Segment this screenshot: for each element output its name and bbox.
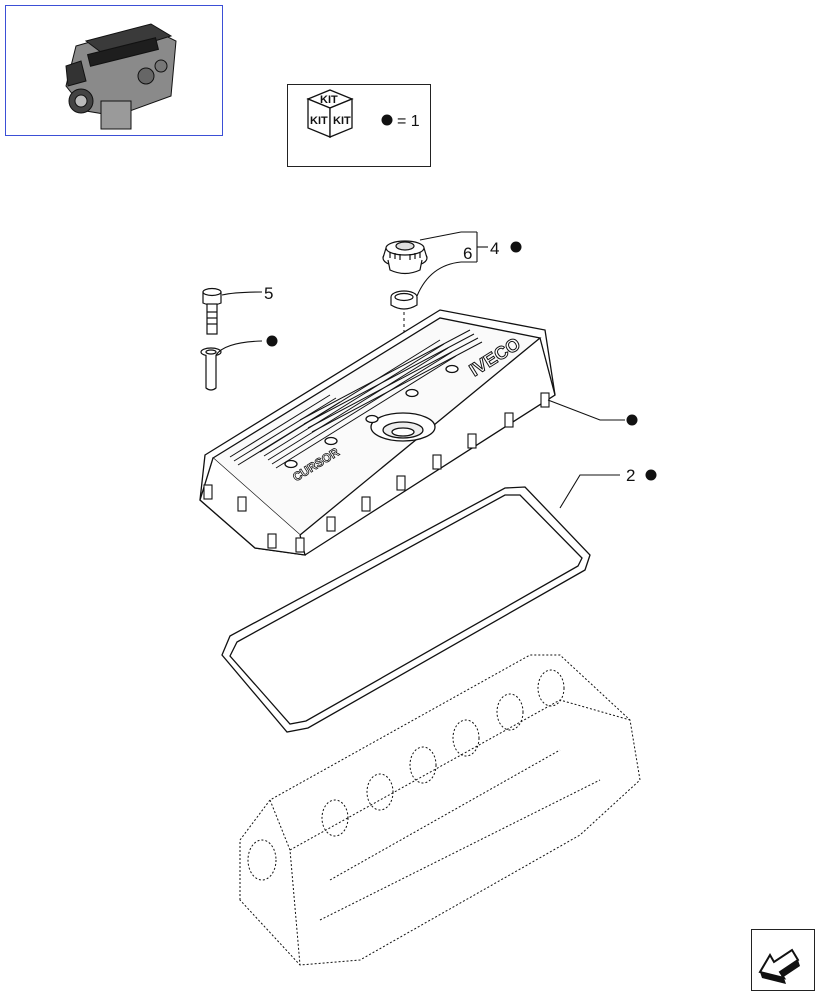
kit-bullet-2 (645, 469, 657, 481)
callout-6: 6 (463, 244, 472, 263)
next-page-button[interactable] (751, 929, 815, 991)
cover-gasket[interactable] (221, 486, 591, 733)
kit-equals-text: = 1 (397, 113, 420, 130)
bolt[interactable] (202, 287, 222, 335)
cylinder-head (239, 654, 641, 966)
breather-cap[interactable] (382, 240, 428, 275)
callout-5: 5 (264, 284, 273, 303)
kit-right-label: KIT (333, 115, 351, 127)
kit-legend: KIT KIT KIT = 1 (287, 84, 431, 167)
kit-box-icon: KIT KIT KIT = 1 (306, 89, 420, 138)
kit-bullet-4 (510, 241, 522, 253)
seal-ring[interactable] (390, 290, 418, 310)
engine-thumbnail[interactable] (5, 5, 223, 136)
kit-bullet-cover (626, 414, 638, 426)
next-page-arrow-icon (758, 948, 800, 984)
bullet-icon (381, 114, 393, 126)
callout-4: 4 (490, 239, 499, 258)
rocker-cover[interactable] (199, 309, 556, 556)
callout-2: 2 (626, 466, 635, 485)
spacer-sleeve[interactable] (200, 347, 222, 391)
kit-left-label: KIT (310, 115, 328, 127)
engine-thumbnail-icon (65, 23, 177, 130)
kit-top-label: KIT (320, 94, 338, 106)
kit-bullet-spacer (266, 335, 278, 347)
